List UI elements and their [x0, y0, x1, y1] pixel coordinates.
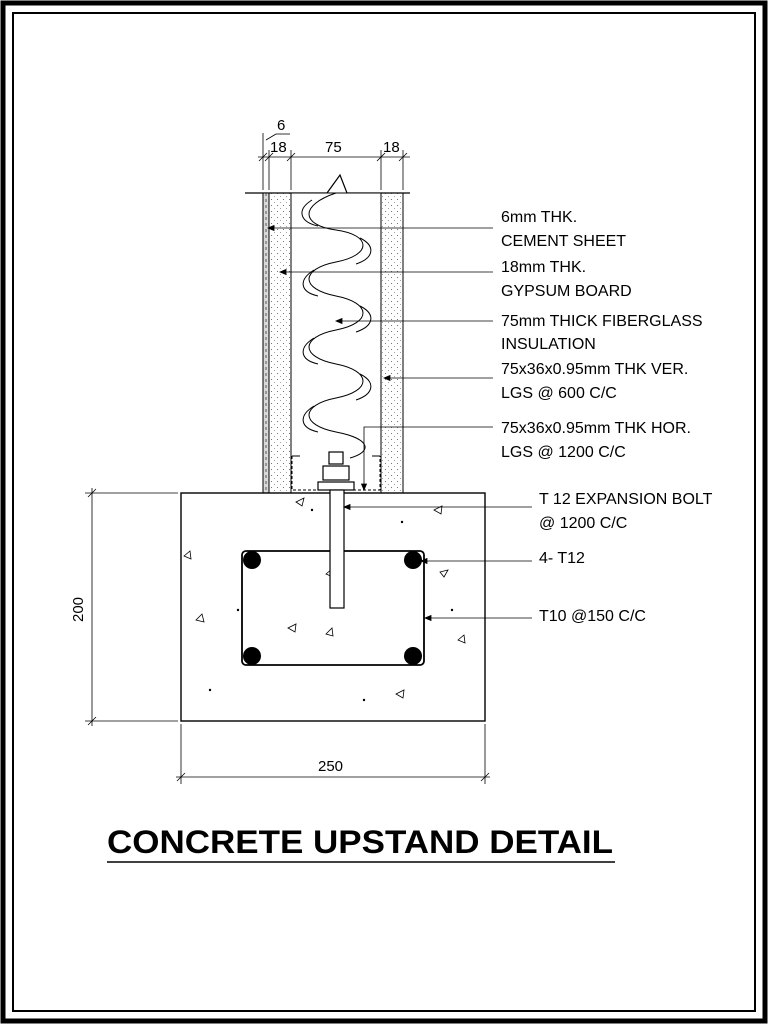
rebar-bottom-right — [404, 647, 422, 665]
insulation-wave — [308, 192, 366, 459]
label-gypsum-line1: 18mm THK. — [501, 259, 586, 276]
bolt-nut-top — [328, 451, 344, 465]
dim-width: 250 — [318, 758, 343, 775]
label-lgs-horizontal-line1: 75x36x0.95mm THK HOR. — [501, 420, 691, 437]
drawing-title: CONCRETE UPSTAND DETAIL — [107, 824, 613, 860]
dim-cement-sheet: 6 — [277, 117, 285, 134]
inner-frame — [12, 12, 756, 1012]
label-insulation-line2: INSULATION — [501, 336, 596, 353]
label-insulation-line1: 75mm THICK FIBERGLASS — [501, 313, 703, 330]
label-rebar: 4- T12 — [539, 550, 585, 567]
gypsum-board-right — [380, 192, 404, 494]
label-stirrup: T10 @150 C/C — [539, 608, 646, 625]
label-cement-sheet-line1: 6mm THK. — [501, 209, 577, 226]
bolt-nut — [322, 465, 350, 481]
break-line — [245, 173, 410, 194]
dim-height: 200 — [70, 597, 87, 622]
label-lgs-vertical-line1: 75x36x0.95mm THK VER. — [501, 361, 688, 378]
rebar-top-right — [404, 551, 422, 569]
dim-insulation: 75 — [325, 139, 342, 156]
label-lgs-vertical-line2: LGS @ 600 C/C — [501, 385, 617, 402]
dim-gypsum-left: 18 — [270, 139, 287, 156]
insulation-cavity — [290, 192, 382, 494]
gypsum-board-left — [268, 192, 292, 494]
insulation-wave-2 — [301, 199, 372, 433]
rebar-top-left — [243, 551, 261, 569]
expansion-bolt-shank — [329, 489, 345, 609]
bolt-washer — [317, 481, 355, 491]
concrete-upstand — [180, 489, 486, 722]
wall-assembly — [245, 173, 410, 494]
label-bolt-line1: T 12 EXPANSION BOLT — [539, 491, 713, 508]
dimension-lines — [85, 133, 490, 784]
label-cement-sheet-line2: CEMENT SHEET — [501, 233, 626, 250]
label-bolt-line2: @ 1200 C/C — [539, 515, 627, 532]
rebar-bottom-left — [243, 647, 261, 665]
label-lgs-horizontal-line2: LGS @ 1200 C/C — [501, 444, 626, 461]
label-gypsum-line2: GYPSUM BOARD — [501, 283, 632, 300]
leader-lines — [266, 224, 532, 622]
dim-gypsum-right: 18 — [383, 139, 400, 156]
